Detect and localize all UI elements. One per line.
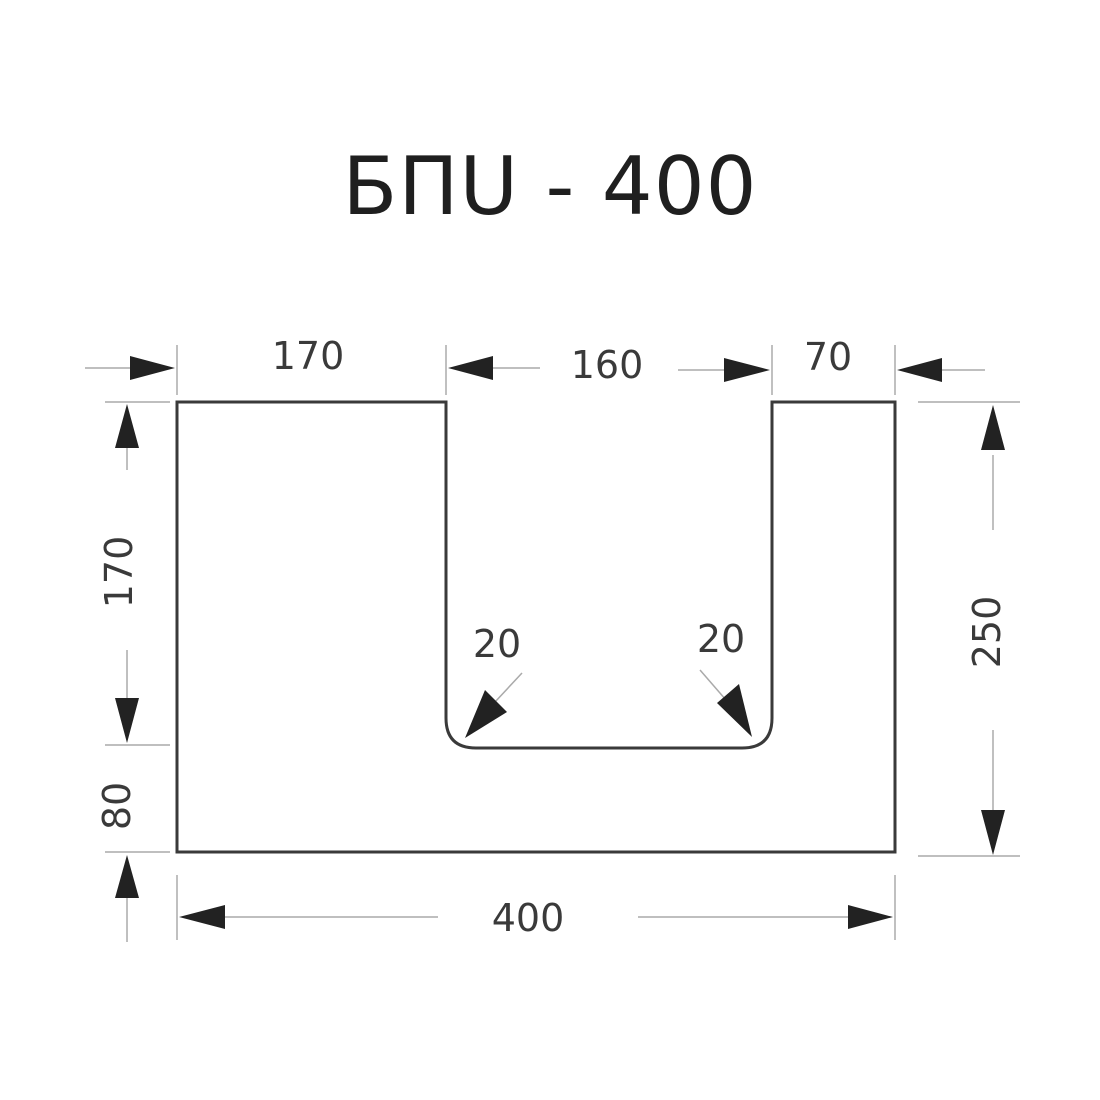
arrow-bottom-right — [848, 905, 893, 929]
arrow-radius-left — [465, 690, 507, 738]
dim-left-lower-height: 80 — [95, 782, 139, 830]
dim-bottom-width: 400 — [492, 896, 565, 940]
arrowheads — [115, 356, 1005, 929]
profile-outline — [175, 400, 897, 854]
arrow-bottom-left — [179, 905, 225, 929]
dim-right-height: 250 — [965, 596, 1009, 669]
arrow-top-left-right — [130, 356, 175, 380]
arrow-top-right-left — [897, 358, 942, 382]
dim-radius-left: 20 — [473, 622, 521, 666]
dim-top-right-width: 70 — [804, 335, 852, 379]
dimension-lines — [85, 367, 994, 942]
arrow-radius-right — [717, 684, 752, 737]
dim-top-left-width: 170 — [272, 334, 345, 378]
arrow-slot-left — [448, 356, 493, 380]
arrow-right-down — [981, 810, 1005, 855]
dim-top-slot-width: 160 — [571, 343, 644, 387]
arrow-slot-right — [724, 358, 770, 382]
arrow-left-bottom-up — [115, 855, 139, 898]
arrow-left-up — [115, 404, 139, 448]
dim-radius-right: 20 — [697, 617, 745, 661]
arrow-right-up — [981, 405, 1005, 450]
drawing-title: БПU - 400 — [342, 140, 758, 233]
extension-lines — [105, 345, 1020, 940]
arrow-left-down — [115, 698, 139, 743]
dim-left-upper-height: 170 — [97, 536, 141, 609]
